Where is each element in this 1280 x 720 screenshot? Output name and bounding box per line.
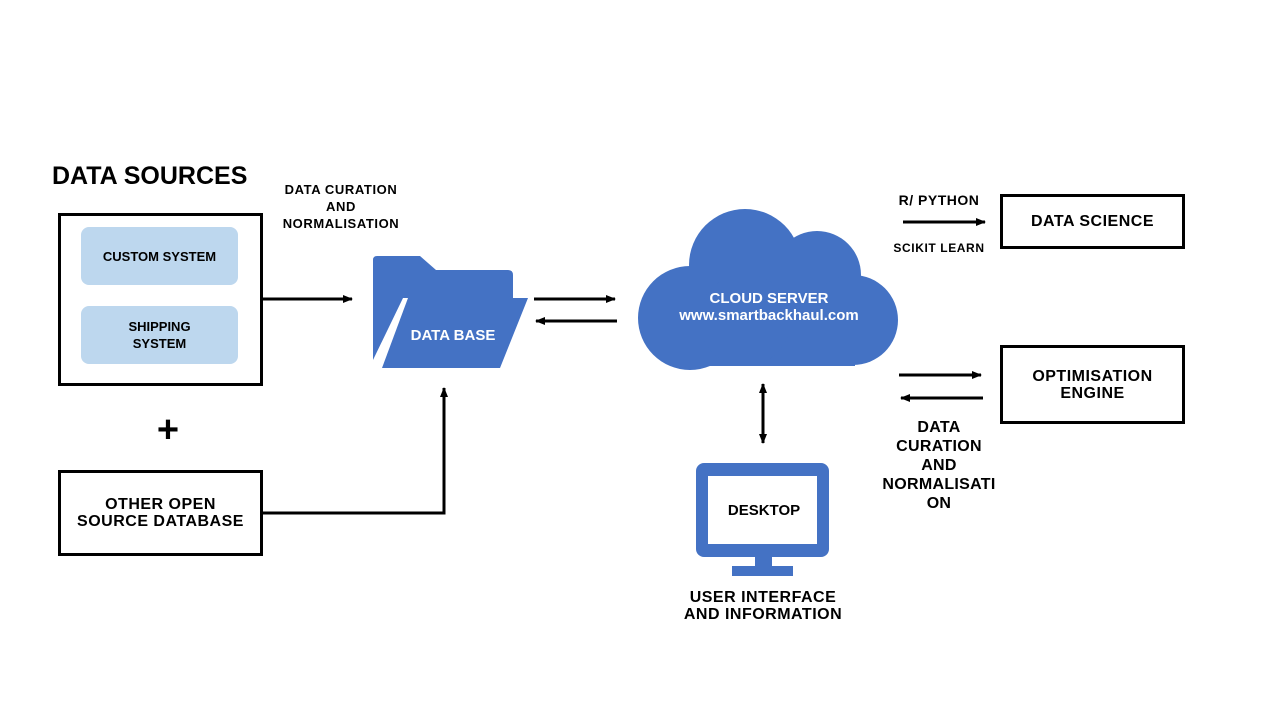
shipping-system-node: SHIPPING SYSTEM	[81, 306, 238, 364]
tool-label-scikit-learn: SCIKIT LEARN	[893, 241, 985, 255]
tool-label-r-python: R/ PYTHON	[898, 192, 980, 208]
desktop-icon	[696, 463, 829, 576]
database-label: DATA BASE	[410, 327, 496, 344]
cloud-server-url: www.smartbackhaul.com	[679, 307, 859, 324]
arrow-open-source-to-database	[262, 387, 448, 515]
plus-sign: +	[156, 409, 180, 451]
page-title: DATA SOURCES	[52, 162, 248, 190]
desktop-screen-label: DESKTOP	[727, 502, 801, 519]
custom-system-node: CUSTOM SYSTEM	[81, 227, 238, 285]
curation-label-top: DATA CURATION AND NORMALISATION	[282, 182, 400, 231]
other-open-source-database-node: OTHER OPEN SOURCE DATABASE	[58, 470, 263, 556]
desktop-caption: USER INTERFACE AND INFORMATION	[683, 589, 843, 623]
data-science-node: DATA SCIENCE	[1000, 194, 1185, 249]
folder-icon	[373, 256, 528, 368]
cloud-server-label: CLOUD SERVER	[709, 290, 829, 307]
curation-label-right: DATA CURATION AND NORMALISATI ON	[882, 419, 996, 512]
cloud-icon	[638, 209, 898, 370]
optimisation-engine-node: OPTIMISATION ENGINE	[1000, 345, 1185, 424]
